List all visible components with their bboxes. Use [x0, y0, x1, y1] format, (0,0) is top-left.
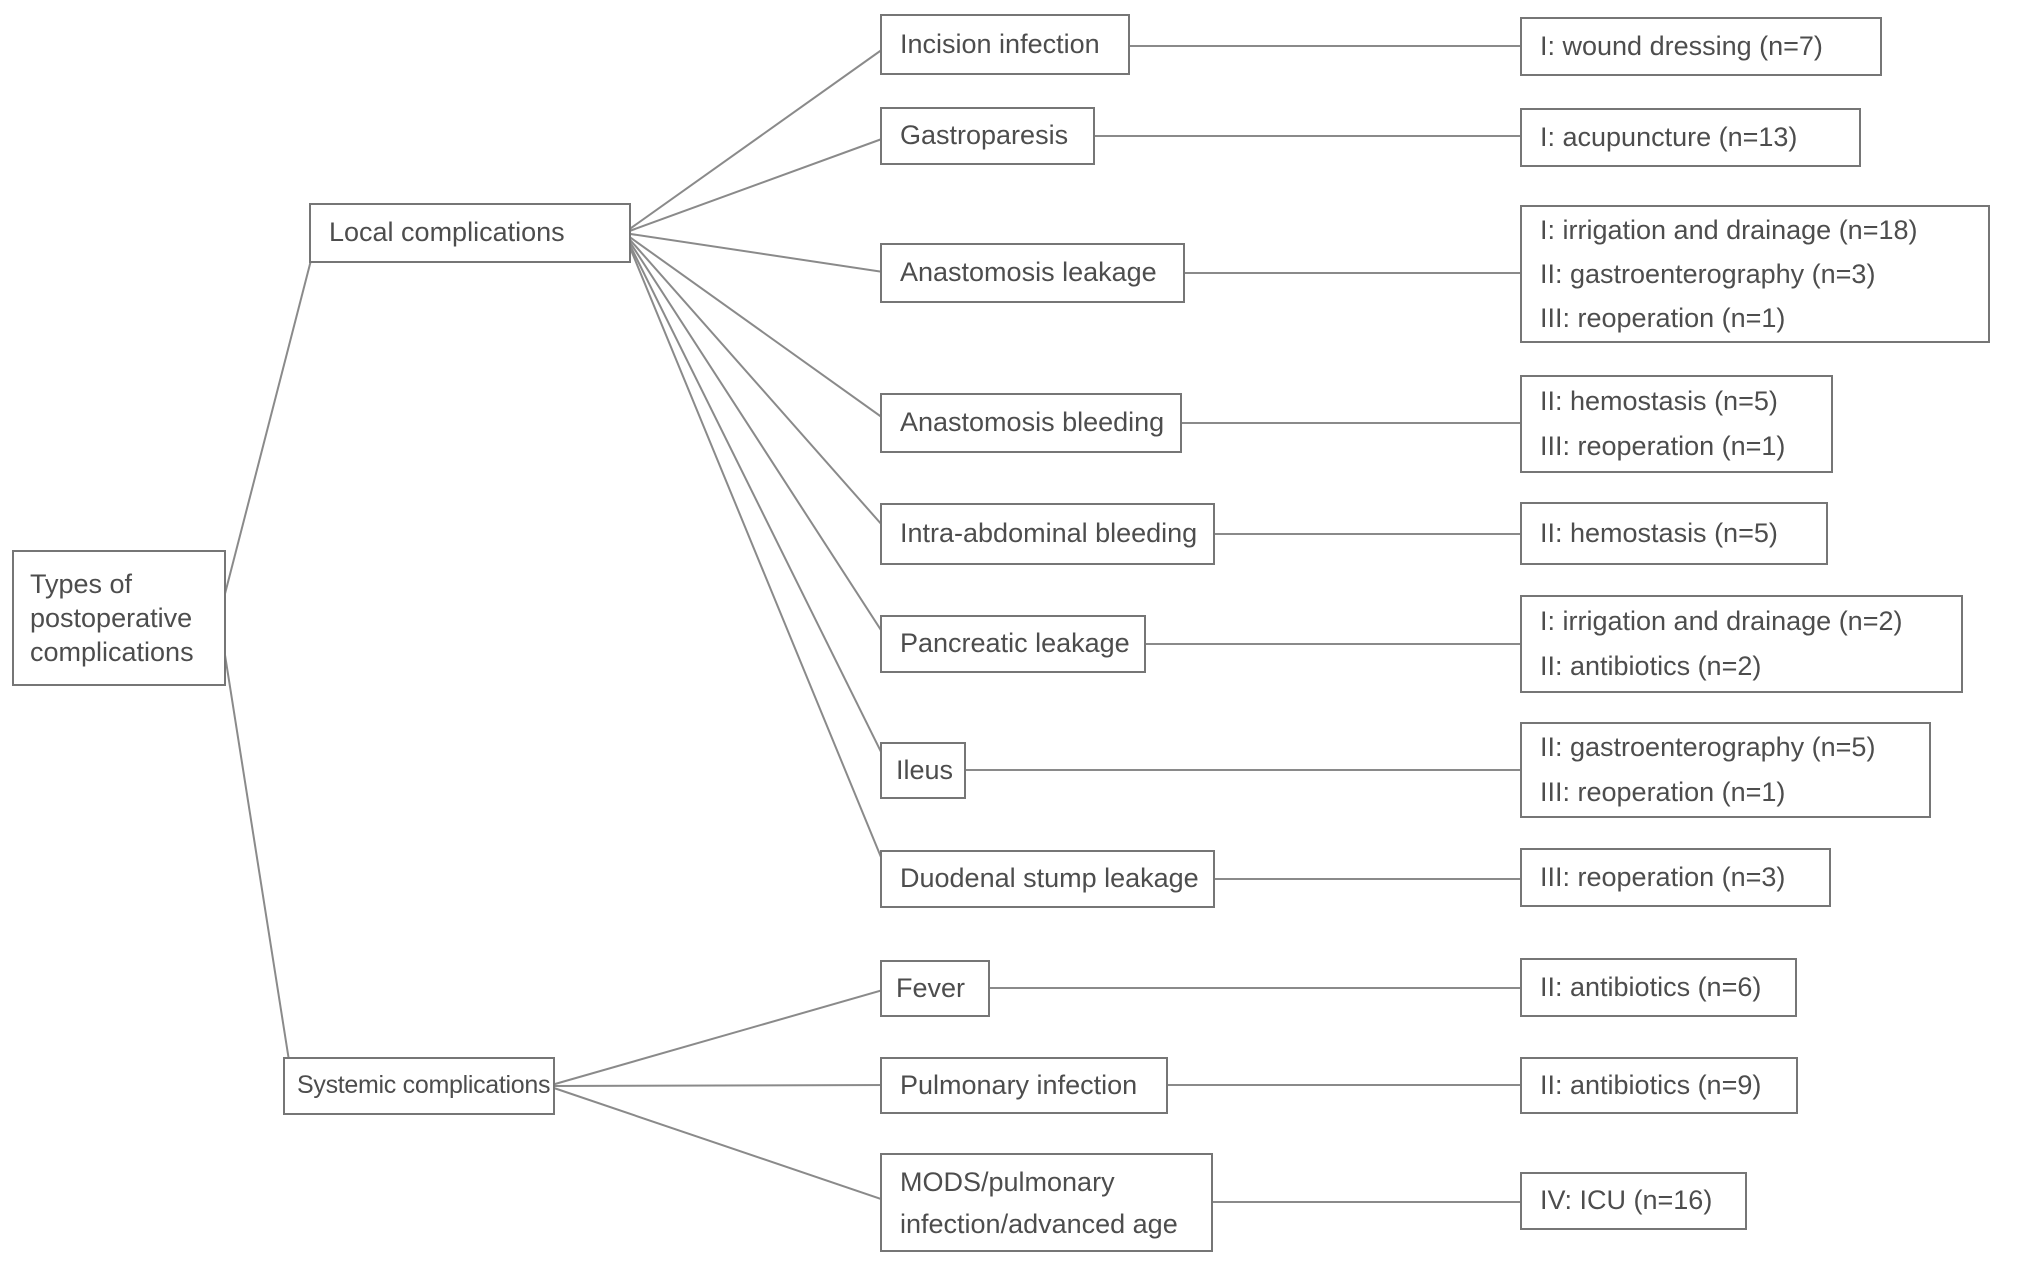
connector-line: [623, 43, 891, 234]
complication-node-intra-abdominal-bleeding: Intra-abdominal bleeding: [880, 503, 1215, 565]
complication-label: Ileus: [896, 754, 954, 785]
treatment-node-antibiotics-fever: II: antibiotics (n=6): [1520, 958, 1797, 1017]
treatment-node-icu: IV: ICU (n=16): [1520, 1172, 1747, 1230]
treatment-label: II: hemostasis (n=5): [1540, 517, 1778, 548]
complication-label: Anastomosis bleeding: [900, 407, 1165, 438]
treatment-label: II: hemostasis (n=5): [1540, 386, 1778, 416]
complication-node-mods-pulmonary-infection-advanced-age: MODS/pulmonary infection/advanced age: [880, 1153, 1213, 1252]
treatment-node-anastomosis-leakage-treatments: I: irrigation and drainage (n=18) II: ga…: [1520, 205, 1990, 343]
complication-node-pancreatic-leakage: Pancreatic leakage: [880, 615, 1146, 673]
root-node-label: Types of postoperative complications: [30, 569, 194, 667]
complication-label: Intra-abdominal bleeding: [900, 518, 1198, 549]
connector-line: [623, 232, 891, 771]
treatment-label: III: reoperation (n=3): [1540, 861, 1786, 892]
complication-label-line: MODS/pulmonary: [900, 1166, 1115, 1197]
branch-node-label: Local complications: [329, 217, 565, 248]
complication-node-fever: Fever: [880, 960, 990, 1017]
complication-label: Incision infection: [900, 28, 1100, 59]
connector-line: [218, 616, 294, 1087]
connector-line: [547, 1085, 891, 1203]
complication-label: Duodenal stump leakage: [900, 863, 1199, 894]
complication-node-anastomosis-leakage: Anastomosis leakage: [880, 243, 1185, 303]
connector-line: [623, 232, 891, 535]
treatment-label: II: gastroenterography (n=5): [1540, 732, 1876, 762]
connector-line: [623, 232, 891, 880]
treatment-node-reoperation: III: reoperation (n=3): [1520, 848, 1831, 907]
treatment-label: II: antibiotics (n=6): [1540, 971, 1762, 1002]
complication-label: Fever: [896, 972, 966, 1003]
connector-line: [547, 987, 891, 1087]
treatment-label: II: antibiotics (n=9): [1540, 1069, 1762, 1100]
branch-node-label: Systemic complications: [297, 1071, 551, 1100]
complication-node-duodenal-stump-leakage: Duodenal stump leakage: [880, 850, 1215, 908]
treatment-label: I: irrigation and drainage (n=2): [1540, 606, 1903, 636]
treatment-label: III: reoperation (n=1): [1540, 303, 1786, 333]
treatment-label: IV: ICU (n=16): [1540, 1185, 1713, 1216]
branch-node-local-complications: Local complications: [309, 203, 631, 263]
connector-line: [623, 232, 891, 645]
complication-label: Pancreatic leakage: [900, 628, 1130, 659]
connector-line: [547, 1084, 891, 1087]
treatment-label: III: reoperation (n=1): [1540, 431, 1786, 461]
treatment-label: III: reoperation (n=1): [1540, 777, 1786, 807]
treatment-label: I: irrigation and drainage (n=18): [1540, 215, 1918, 245]
connector-line: [623, 232, 891, 274]
treatment-node-wound-dressing: I: wound dressing (n=7): [1520, 17, 1882, 76]
connector-line: [218, 232, 319, 618]
connector-line: [623, 232, 891, 424]
treatment-node-acupuncture: I: acupuncture (n=13): [1520, 108, 1861, 167]
treatment-label: II: antibiotics (n=2): [1540, 651, 1762, 681]
treatment-label: I: acupuncture (n=13): [1540, 121, 1798, 152]
treatment-node-ileus-treatments: II: gastroenterography (n=5) III: reoper…: [1520, 722, 1931, 818]
treatment-label: II: gastroenterography (n=3): [1540, 259, 1876, 289]
treatment-node-anastomosis-bleeding-treatments: II: hemostasis (n=5) III: reoperation (n…: [1520, 375, 1833, 473]
complication-node-pulmonary-infection: Pulmonary infection: [880, 1057, 1168, 1114]
complication-label: Gastroparesis: [900, 120, 1069, 151]
complication-label: Anastomosis leakage: [900, 257, 1157, 288]
complication-node-gastroparesis: Gastroparesis: [880, 107, 1095, 165]
branch-node-systemic-complications: Systemic complications: [283, 1057, 555, 1115]
complication-node-incision-infection: Incision infection: [880, 14, 1130, 75]
treatment-label: I: wound dressing (n=7): [1540, 30, 1823, 61]
connector-line: [623, 135, 891, 234]
root-node: Types of postoperative complications: [12, 550, 226, 686]
treatment-node-pancreatic-leakage-treatments: I: irrigation and drainage (n=2) II: ant…: [1520, 595, 1963, 693]
complication-node-anastomosis-bleeding: Anastomosis bleeding: [880, 393, 1182, 453]
complication-node-ileus: Ileus: [880, 742, 966, 799]
complication-label-line: infection/advanced age: [900, 1208, 1178, 1239]
treatment-node-hemostasis: II: hemostasis (n=5): [1520, 502, 1828, 565]
treatment-node-antibiotics-pulmonary: II: antibiotics (n=9): [1520, 1057, 1798, 1114]
complication-label: Pulmonary infection: [900, 1069, 1138, 1100]
